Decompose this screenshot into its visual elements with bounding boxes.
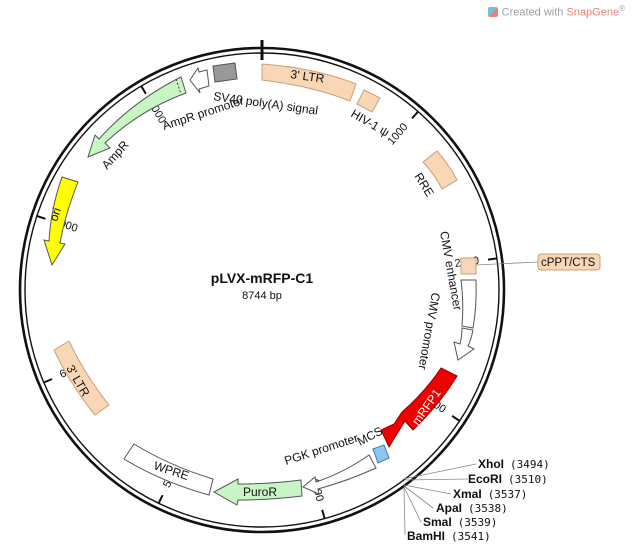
site-xmai[interactable]: XmaI (3537) [453,487,527,501]
site-enzyme: XmaI [453,487,482,501]
feature-ori[interactable]: ori [43,176,79,267]
bp-tick [140,85,147,95]
plasmid-length: 8744 bp [242,290,282,302]
feature-label-mcs: MCS [355,424,385,449]
bp-tick [43,378,53,384]
feature-label-3-ltr-top: 3' LTR [290,67,326,86]
svg-text:BamHI(3541): BamHI (3541) [407,529,491,543]
site-smai[interactable]: SmaI (3539) [423,515,497,529]
feature-rre[interactable]: RRE [411,150,458,199]
site-enzyme: BamHI [407,529,445,543]
site-enzyme: ApaI [436,501,462,515]
feature-puror[interactable]: PuroR [212,478,303,506]
site-position: (3510) [508,473,548,486]
feature-label-cppt-cts: cPPT/CTS [541,257,596,269]
site-enzyme: EcoRI [468,472,502,486]
svg-text:EcoRI(3510): EcoRI (3510) [468,472,548,486]
bp-tick [157,494,164,504]
site-apai[interactable]: ApaI (3538) [436,501,508,515]
site-position: (3494) [510,458,550,471]
svg-text:XhoI(3494): XhoI (3494) [478,457,550,471]
watermark-prefix: Created with [501,6,564,19]
watermark-registered-mark: ® [619,4,625,13]
site-ecori[interactable]: EcoRI (3510) [468,472,548,486]
feature-label-cmv-promoter: CMV promoter [415,291,442,370]
feature-cmv-enhancer[interactable]: CMV enhancer [437,230,477,329]
watermark-brand: SnapGene [566,6,620,19]
bp-tick [321,509,326,519]
feature-label-sv40-polya: SV40 poly(A) signal [213,89,319,118]
site-xhoi[interactable]: XhoI (3494) [478,457,550,471]
feature-label-pgk-promoter: PGK promoter [283,431,360,468]
site-position: (3537) [488,488,528,501]
bp-tick [411,110,419,120]
svg-text:ApaI(3538): ApaI (3538) [436,501,508,515]
site-bamhi[interactable]: BamHI (3541) [407,529,491,543]
plasmid-name: pLVX-mRFP-C1 [211,270,314,286]
restriction-sites: XhoI(3494) EcoRI(3510) XmaI(3537) ApaI(3… [402,457,550,543]
site-position: (3538) [468,502,508,515]
site-position: (3539) [458,516,498,529]
feature-cppt-cts[interactable]: cPPT/CTS [460,253,601,275]
feature-label-ori: ori [47,206,64,223]
site-position: (3541) [451,530,491,543]
svg-text:XmaI(3537): XmaI (3537) [453,487,527,501]
svg-text:SmaI(3539): SmaI (3539) [423,515,497,529]
snapgene-watermark: Created with SnapGene® [487,4,625,19]
feature-3-ltr-top[interactable]: 3' LTR [261,63,357,102]
bp-tick [487,257,498,261]
feature-hiv-1-psi[interactable]: HIV-1 ψ [349,89,392,140]
site-enzyme: XhoI [478,457,504,471]
snapgene-logo-icon [487,6,498,17]
feature-label-puror: PuroR [243,485,277,499]
bp-tick [451,415,461,422]
bp-tick [36,215,46,220]
site-enzyme: SmaI [423,515,452,529]
